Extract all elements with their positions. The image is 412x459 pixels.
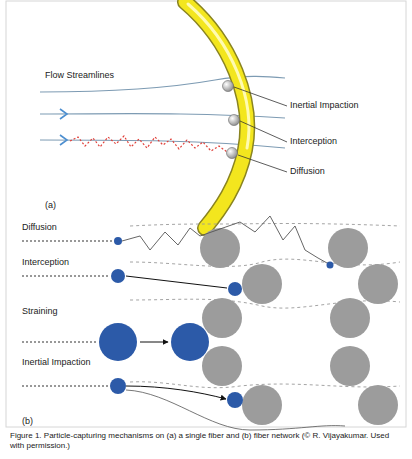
panel-label: (a) (45, 200, 56, 210)
panel-label: (b) (22, 416, 33, 426)
flow-arrows (60, 109, 67, 145)
mechanism-label: Inertial Impaction (290, 100, 359, 110)
impaction-path (126, 386, 226, 399)
captured-particles (223, 81, 240, 159)
diffusion-path (122, 216, 327, 263)
stream-bands (130, 224, 400, 388)
diffusion-path (70, 136, 227, 152)
mechanism-label: Interception (290, 136, 337, 146)
particles (99, 237, 334, 408)
figure-frame (6, 1, 406, 427)
fiber-cross-sections (200, 228, 398, 425)
leader-lines (234, 87, 287, 172)
deflected-streamline (126, 390, 345, 430)
mechanism-label: Straining (22, 306, 58, 316)
mechanism-label: Inertial Impaction (22, 357, 91, 367)
mechanism-label: Interception (22, 257, 69, 267)
mechanism-label: Diffusion (22, 222, 57, 232)
mechanism-label: Diffusion (290, 166, 325, 176)
figure-caption: Figure 1. Particle-capturing mechanisms … (10, 431, 404, 451)
fiber-highlight (188, 4, 249, 148)
interception-path (126, 276, 227, 288)
straining-arrow (140, 342, 168, 343)
approach-lines (22, 241, 113, 386)
annotation-label: Flow Streamlines (45, 70, 114, 80)
